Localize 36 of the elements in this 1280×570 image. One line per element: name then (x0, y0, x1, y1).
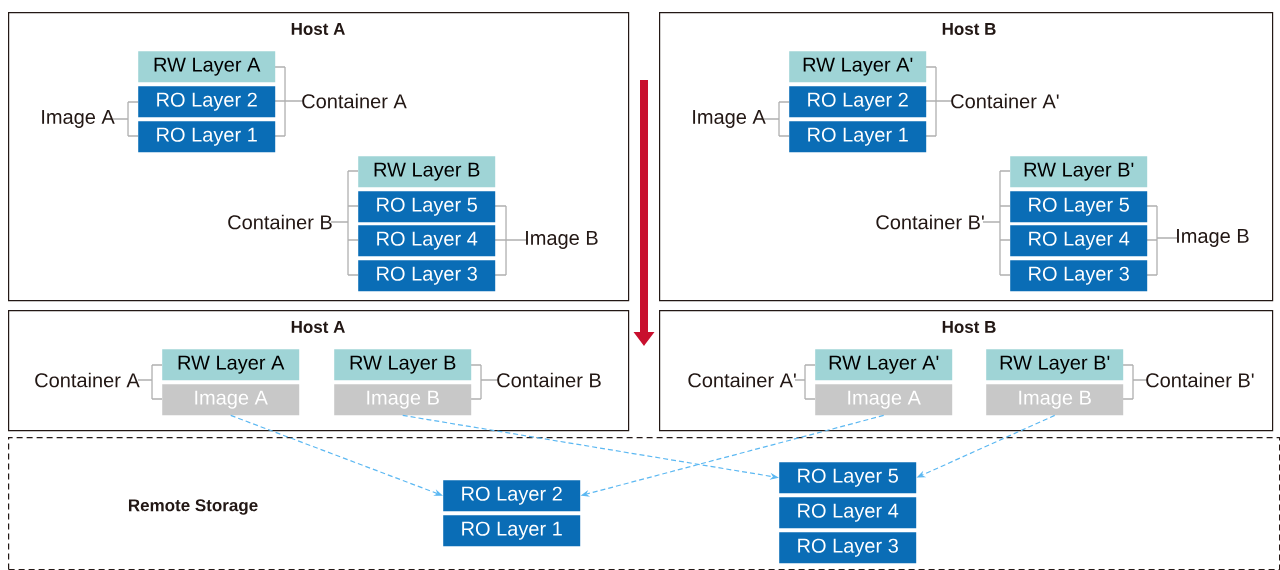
layer-box: RO Layer 1 (443, 515, 581, 547)
layer-box: RW Layer B' (1010, 156, 1148, 188)
layer-box: RW Layer B' (986, 349, 1124, 381)
layer-label: Container A (302, 93, 407, 109)
layer-box: RW Layer A' (815, 349, 953, 381)
layer-label: Container B' (1146, 372, 1254, 388)
layer-box: RO Layer 2 (443, 480, 581, 512)
layer-label: Image B (1177, 229, 1249, 247)
layer-box: RO Layer 2 (138, 86, 276, 118)
layer-label: Image B (526, 231, 598, 249)
layer-box: RO Layer 5 (1010, 191, 1148, 223)
layer-box: RO Layer 3 (1010, 260, 1148, 292)
layer-box: RW Layer A (162, 349, 300, 381)
layer-label: Container A' (688, 372, 796, 388)
layer-box: RW Layer B (358, 156, 496, 188)
layer-label: Container A (35, 372, 140, 388)
layer-box: RW Layer A' (789, 51, 927, 83)
layer-box: RW Layer B (334, 349, 472, 381)
layer-label: Image A (693, 110, 766, 128)
layer-label: Container B (497, 372, 601, 388)
layer-box: RO Layer 4 (358, 225, 496, 257)
layer-box: RO Layer 1 (138, 121, 276, 153)
layer-box: RO Layer 3 (358, 260, 496, 292)
layer-box: RO Layer 2 (789, 86, 927, 118)
layer-box: RO Layer 5 (779, 462, 917, 494)
layer-box: RO Layer 1 (789, 121, 927, 153)
layer-label: Image A (42, 110, 115, 128)
arrow (230, 414, 443, 496)
layer-box: RO Layer 5 (358, 191, 496, 223)
layer-box: RO Layer 4 (1010, 225, 1148, 257)
layer-label: Container A' (951, 93, 1059, 109)
layer-box: RO Layer 4 (779, 497, 917, 529)
layer-label: Container B' (876, 214, 984, 230)
layer-box: RW Layer A (138, 51, 276, 83)
layer-box: RO Layer 3 (779, 532, 917, 564)
layer-label: Container B (228, 214, 332, 230)
